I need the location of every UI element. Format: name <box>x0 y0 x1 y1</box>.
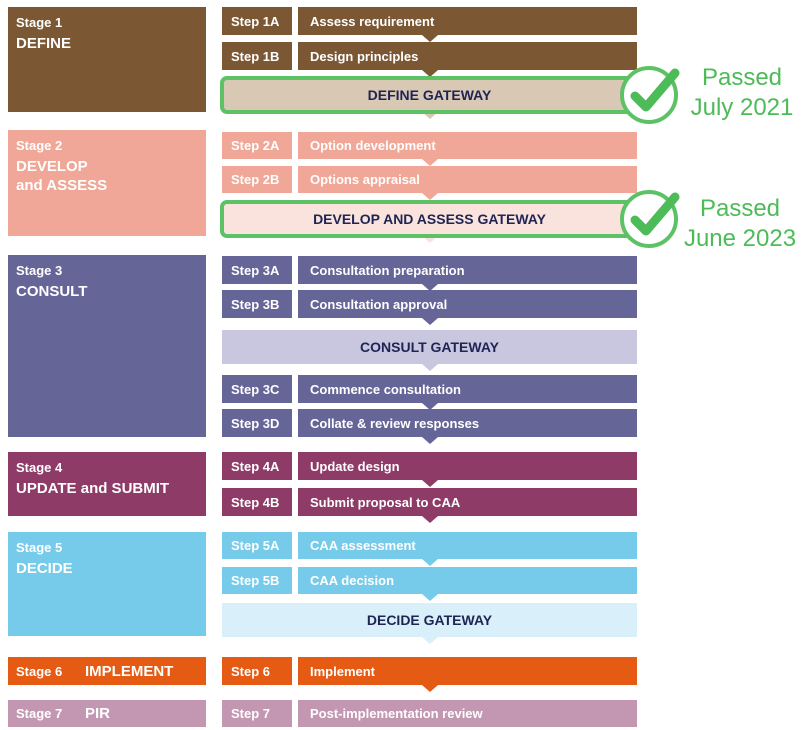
flow-arrow <box>422 437 438 444</box>
stage-3-box: Stage 3 CONSULT <box>8 255 206 437</box>
step-id-1a: Step 1A <box>222 7 292 35</box>
stage-name: IMPLEMENT <box>85 662 174 680</box>
stage-name: PIR <box>85 705 111 722</box>
stage-5-box: Stage 5 DECIDE <box>8 532 206 636</box>
step-id-5b: Step 5B <box>222 567 292 594</box>
flow-arrow <box>422 112 438 119</box>
decide-gateway: DECIDE GATEWAY <box>222 603 637 637</box>
flow-arrow <box>422 559 438 566</box>
step-id-2a: Step 2A <box>222 132 292 159</box>
flow-arrow <box>422 318 438 325</box>
step-title-5b: CAA decision <box>298 567 637 594</box>
stage-number: Stage 4 <box>16 460 63 475</box>
passed-status: Passed <box>701 64 783 91</box>
stage-number: Stage 7 <box>16 706 63 721</box>
step-title-2b: Options appraisal <box>298 166 637 193</box>
step-title-2a: Option development <box>298 132 637 159</box>
flow-arrow <box>422 685 438 692</box>
step-title-4a: Update design <box>298 452 637 480</box>
step-id-2b: Step 2B <box>222 166 292 193</box>
stage-name: CONSULT <box>16 283 88 300</box>
step-title-6: Implement <box>298 657 637 685</box>
step-title-4b: Submit proposal to CAA <box>298 488 637 516</box>
develop-gateway: DEVELOP AND ASSESS GATEWAY <box>222 202 637 236</box>
step-title-5a: CAA assessment <box>298 532 637 559</box>
passed-date: July 2021 <box>690 94 794 121</box>
flow-arrow <box>422 594 438 601</box>
consult-gateway: CONSULT GATEWAY <box>222 330 637 364</box>
stage-number: Stage 5 <box>16 540 63 555</box>
stage-7-box: Stage 7 PIR <box>8 700 206 727</box>
define-passed-label: Passed July 2021 <box>678 63 806 123</box>
step-id-3b: Step 3B <box>222 290 292 318</box>
passed-date: June 2023 <box>683 225 797 252</box>
stage-number: Stage 2 <box>16 138 63 153</box>
stage-number: Stage 6 <box>16 663 63 679</box>
step-id-5a: Step 5A <box>222 532 292 559</box>
step-title-3d: Collate & review responses <box>298 409 637 437</box>
flow-arrow <box>422 480 438 487</box>
stage-2-box: Stage 2 DEVELOP and ASSESS <box>8 130 206 236</box>
flow-arrow <box>422 284 438 291</box>
stage-1-box: Stage 1 DEFINE <box>8 7 206 112</box>
step-title-1b: Design principles <box>298 42 637 70</box>
flow-arrow <box>422 35 438 42</box>
stage-4-box: Stage 4 UPDATE and SUBMIT <box>8 452 206 516</box>
step-id-6: Step 6 <box>222 657 292 685</box>
stage-name: DEFINE <box>16 35 72 52</box>
flow-arrow <box>422 70 438 77</box>
step-title-1a: Assess requirement <box>298 7 637 35</box>
flow-arrow <box>422 159 438 166</box>
flow-arrow <box>422 236 438 243</box>
check-circle-icon <box>620 66 680 124</box>
stage-number: Stage 3 <box>16 263 63 278</box>
define-gateway: DEFINE GATEWAY <box>222 78 637 112</box>
flow-arrow <box>422 637 438 644</box>
step-title-3a: Consultation preparation <box>298 256 637 284</box>
flow-arrow <box>422 364 438 371</box>
step-id-4b: Step 4B <box>222 488 292 516</box>
stage-name: UPDATE and SUBMIT <box>16 480 170 497</box>
flow-arrow <box>422 516 438 523</box>
step-title-7: Post-implementation review <box>298 700 637 727</box>
flow-arrow <box>422 193 438 200</box>
step-id-1b: Step 1B <box>222 42 292 70</box>
step-title-3c: Commence consultation <box>298 375 637 403</box>
stage-name: DECIDE <box>16 560 73 577</box>
passed-status: Passed <box>699 195 781 222</box>
develop-passed-label: Passed June 2023 <box>674 194 806 254</box>
step-id-3c: Step 3C <box>222 375 292 403</box>
develop-gateway-highlight <box>220 200 637 238</box>
flow-arrow <box>422 403 438 410</box>
stage-number: Stage 1 <box>16 15 63 30</box>
step-id-4a: Step 4A <box>222 452 292 480</box>
step-id-3a: Step 3A <box>222 256 292 284</box>
stage-name: DEVELOP and ASSESS <box>16 158 108 194</box>
step-id-7: Step 7 <box>222 700 292 727</box>
stage-6-box: Stage 6 IMPLEMENT <box>8 657 206 685</box>
define-gateway-highlight <box>220 76 637 114</box>
step-title-3b: Consultation approval <box>298 290 637 318</box>
step-id-3d: Step 3D <box>222 409 292 437</box>
check-circle-icon <box>620 190 680 248</box>
